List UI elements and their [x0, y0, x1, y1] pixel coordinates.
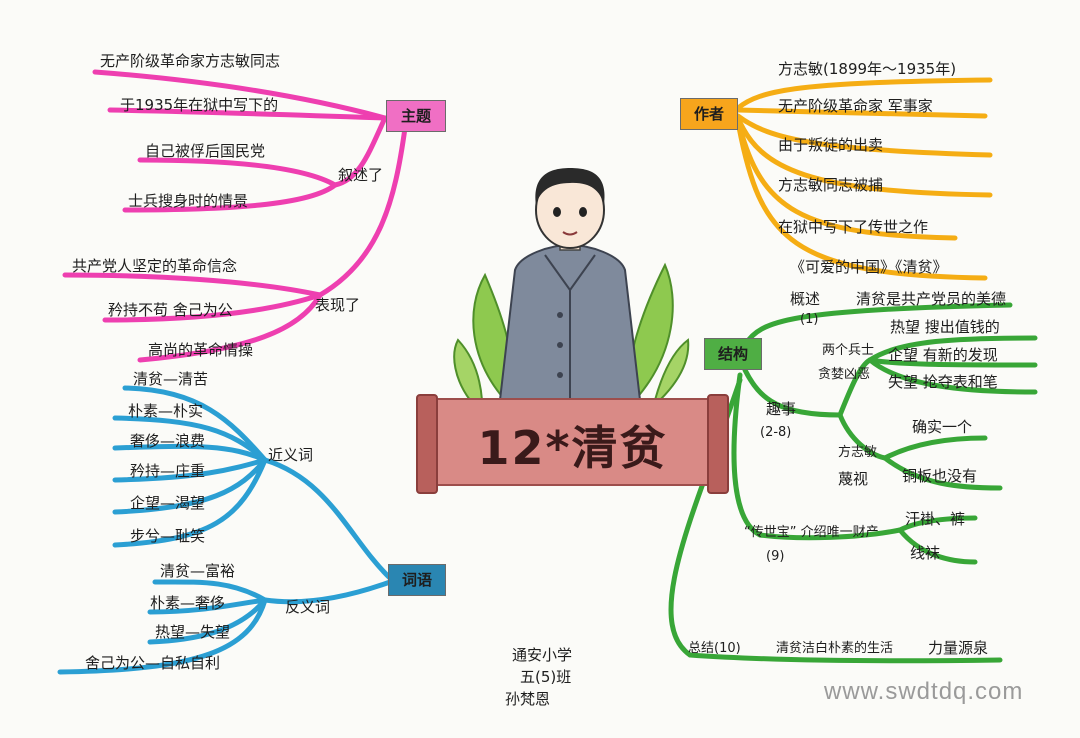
structure-branch-lines [668, 302, 1038, 664]
scroll-left-cap [416, 394, 438, 494]
overview-num: (1) [800, 312, 819, 327]
treasure-num: (9) [766, 549, 785, 564]
author-item-6: 《可爱的中国》《清贫》 [790, 258, 948, 276]
author-branch-lines [735, 77, 993, 281]
summary-text: 清贫洁白朴素的生活 [776, 641, 894, 656]
soldiers-label: 两个兵士 [822, 343, 875, 358]
theme-narrated-label: 叙述了 [338, 166, 384, 184]
theme-shown-label: 表现了 [315, 296, 361, 314]
author-item-3: 由于叛徒的出卖 [778, 136, 884, 154]
author-item-5: 在狱中写下了传世之作 [778, 218, 929, 236]
story-label: 趣事 [766, 400, 797, 418]
synonym-6: 步兮—耻笑 [130, 527, 206, 545]
synonyms-label: 近义词 [268, 446, 314, 464]
scroll-right-cap [707, 394, 729, 494]
synonym-3: 奢侈—浪费 [130, 432, 206, 450]
antonym-3: 热望—失望 [155, 623, 231, 641]
synonym-1: 清贫—清苦 [133, 370, 209, 388]
fang-label-2: 蔑视 [838, 470, 869, 488]
words-node[interactable]: 词语 [388, 564, 446, 596]
theme-branch-lines [62, 69, 408, 363]
summary-label: 总结(10) [688, 641, 741, 656]
soldiers-item-2: 企望 有新的发现 [888, 346, 998, 364]
theme-shown-item-2: 矜持不苟 舍己为公 [108, 301, 233, 319]
author-item-2: 无产阶级革命家 军事家 [778, 97, 933, 115]
soldiers-item-1: 热望 搜出值钱的 [890, 318, 1000, 336]
fang-item-2: 铜板也没有 [902, 467, 978, 485]
theme-node[interactable]: 主题 [386, 100, 446, 132]
story-num: (2-8) [760, 425, 792, 440]
treasure-item-1: 汗褂、裤 [905, 510, 966, 528]
antonyms-label: 反义词 [285, 598, 331, 616]
author-node[interactable]: 作者 [680, 98, 738, 130]
watermark: www.swdtdq.com [824, 678, 1024, 705]
portrait-illustration [453, 168, 690, 401]
overview-text: 清贫是共产党员的美德 [856, 290, 1007, 308]
fang-label: 方志敏 [838, 445, 878, 460]
structure-node[interactable]: 结构 [704, 338, 762, 370]
signature-class: 五(5)班 [520, 668, 572, 686]
theme-narrated-item-1: 自己被俘后国民党 [145, 142, 266, 160]
theme-narrated-item-2: 士兵搜身时的情景 [128, 192, 249, 210]
synonym-2: 朴素—朴实 [128, 402, 204, 420]
summary-text-2: 力量源泉 [928, 639, 989, 657]
theme-shown-item-1: 共产党人坚定的革命信念 [72, 257, 238, 275]
overview-label: 概述 [790, 290, 821, 308]
words-branch-lines [57, 385, 393, 675]
soldiers-label-2: 贪婪凶恶 [818, 367, 871, 382]
lesson-title: 12*清贫 [477, 421, 668, 475]
title-scroll: 12*清贫 [416, 394, 729, 494]
fang-item-1: 确实一个 [912, 418, 973, 436]
theme-shown-item-3: 高尚的革命情操 [148, 341, 254, 359]
antonym-2: 朴素—奢侈 [150, 594, 226, 612]
treasure-label: “传世宝” 介绍唯一财产 [744, 525, 879, 540]
soldiers-item-3: 失望 抢夺表和笔 [888, 373, 998, 391]
signature-school: 通安小学 [512, 646, 573, 664]
synonym-4: 矜持—庄重 [130, 462, 206, 480]
synonym-5: 企望—渴望 [130, 494, 206, 512]
theme-leaf-1: 无产阶级革命家方志敏同志 [100, 52, 281, 70]
theme-leaf-2: 于1935年在狱中写下的 [120, 96, 279, 114]
author-item-4: 方志敏同志被捕 [778, 176, 884, 194]
treasure-item-2: 线袜 [910, 544, 941, 562]
antonym-4: 舍己为公—自私自利 [85, 654, 221, 672]
antonym-1: 清贫—富裕 [160, 562, 236, 580]
author-item-1: 方志敏(1899年～1935年) [778, 60, 957, 78]
signature-name: 孙梵恩 [505, 690, 551, 708]
